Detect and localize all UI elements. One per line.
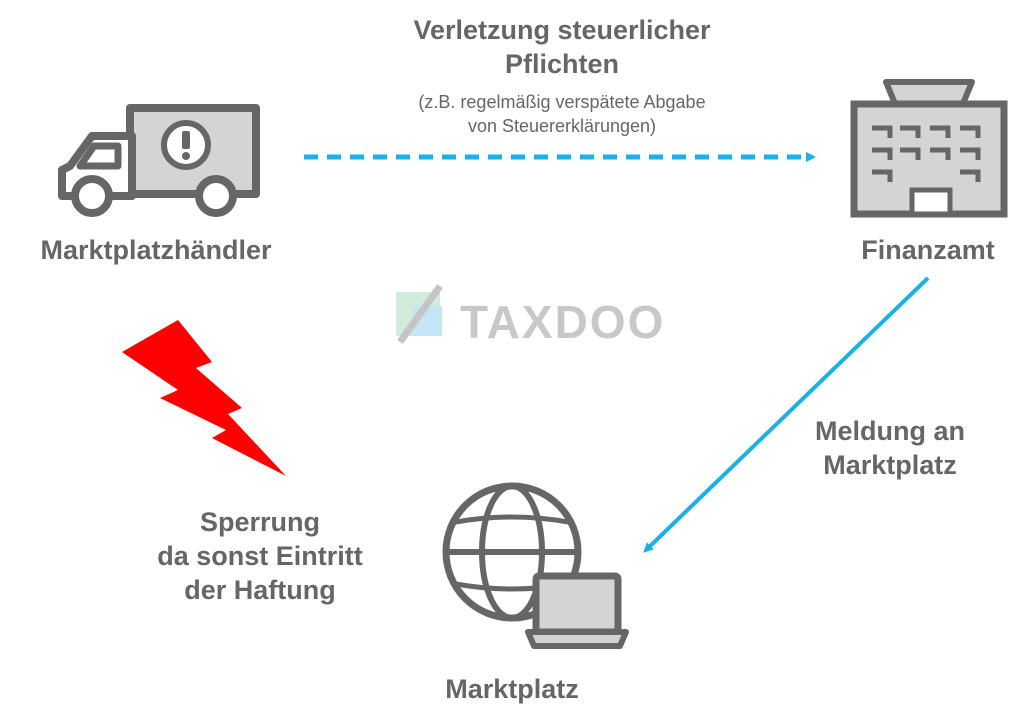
edge-meldung-label: Meldung an Marktplatz <box>815 416 965 480</box>
lightning-icon <box>122 320 286 476</box>
globe-laptop-icon <box>442 482 629 649</box>
edge-verletzung-note: (z.B. regelmäßig verspätete Abgabe von S… <box>418 92 706 137</box>
taxdoo-logo-icon <box>396 283 443 345</box>
node-haendler-label: Marktplatzhändler <box>40 235 272 265</box>
watermark-logo-text: TAXDOO <box>460 296 666 348</box>
edge-sperrung-label: Sperrung da sonst Eintritt der Haftung <box>157 507 363 605</box>
truck-warning-icon <box>58 104 260 217</box>
node-finanzamt-label: Finanzamt <box>861 235 995 265</box>
office-building-icon <box>850 79 1008 218</box>
arrow-finanzamt-marktplatz <box>643 276 930 553</box>
node-marktplatz-label: Marktplatz <box>445 674 579 704</box>
edge-verletzung-title: Verletzung steuerlicher Pflichten <box>413 15 711 79</box>
